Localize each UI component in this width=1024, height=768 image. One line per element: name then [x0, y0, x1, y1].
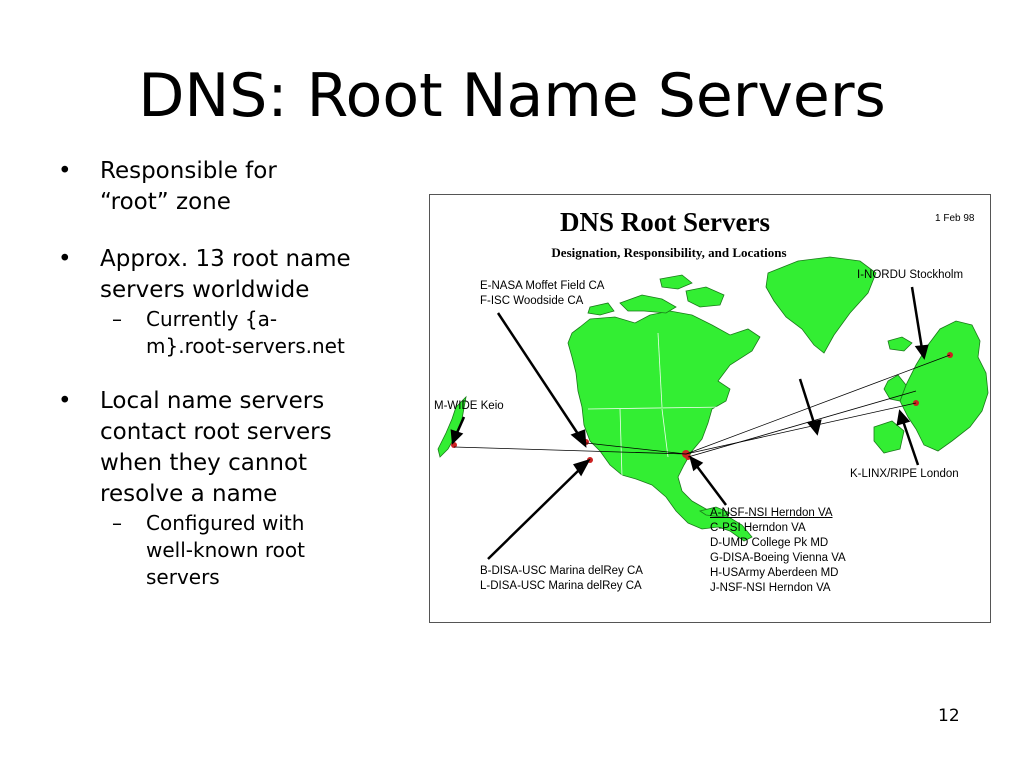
server-label: F-ISC Woodside CA — [480, 295, 584, 307]
sub-bullet-item: – Configured with well-known root server… — [58, 510, 398, 591]
sub-bullet-marker: – — [112, 511, 122, 535]
arctic-islands — [619, 294, 677, 314]
british-isles — [883, 374, 907, 402]
bullet-marker: • — [58, 246, 72, 272]
arctic-islands — [685, 286, 725, 308]
greenland-landmass — [765, 256, 877, 354]
server-label: A-NSF-NSI Herndon VA — [710, 507, 833, 519]
server-label: H-USArmy Aberdeen MD — [710, 567, 839, 579]
iberia-landmass — [873, 420, 905, 454]
sub-bullet-text: Currently {a- — [146, 307, 278, 331]
bullet-text: servers worldwide — [100, 277, 310, 303]
slide-title: DNS: Root Name Servers — [138, 61, 886, 131]
sub-bullet-text: m}.root-servers.net — [146, 334, 345, 358]
figure-subtitle: Designation, Responsibility, and Locatio… — [551, 245, 787, 260]
bullet-text: Responsible for — [100, 158, 277, 184]
sub-bullet-item: – Currently {a- m}.root-servers.net — [58, 306, 398, 360]
server-label: G-DISA-Boeing Vienna VA — [710, 552, 846, 564]
server-label: D-UMD College Pk MD — [710, 537, 829, 549]
server-label: I-NORDU Stockholm — [857, 269, 964, 281]
label-b-l-servers: B-DISA-USC Marina delRey CA L-DISA-USC M… — [480, 564, 643, 594]
server-label: J-NSF-NSI Herndon VA — [710, 582, 831, 594]
label-east-servers: A-NSF-NSI Herndon VA C-PSI Herndon VA D-… — [710, 506, 846, 596]
sub-bullet-text: servers — [146, 565, 220, 589]
sub-bullet-text: well-known root — [146, 538, 305, 562]
root-servers-map-figure: DNS Root Servers Designation, Responsibi… — [429, 194, 991, 623]
cuba-landmass — [699, 506, 731, 518]
arctic-islands — [587, 302, 615, 316]
label-m-server: M-WIDE Keio — [434, 399, 504, 414]
bullet-text: Local name servers — [100, 388, 325, 414]
server-label: E-NASA Moffet Field CA — [480, 280, 605, 292]
bullet-marker: • — [58, 388, 72, 414]
bullet-item: • Approx. 13 root name servers worldwide — [58, 244, 398, 306]
label-k-server: K-LINX/RIPE London — [850, 467, 959, 482]
label-i-server: I-NORDU Stockholm — [857, 268, 963, 283]
bullet-text: “root” zone — [100, 189, 231, 215]
server-label: B-DISA-USC Marina delRey CA — [480, 565, 643, 577]
europe-landmass — [899, 320, 989, 452]
figure-date: 1 Feb 98 — [935, 213, 975, 224]
bullet-list: • Responsible for “root” zone • Approx. … — [58, 156, 398, 591]
arctic-islands — [659, 274, 693, 290]
bullet-text: Approx. 13 root name — [100, 246, 351, 272]
page-number: 12 — [938, 706, 960, 726]
server-label: M-WIDE Keio — [434, 400, 504, 412]
sub-bullet-marker: – — [112, 307, 122, 331]
bullet-text: contact root servers — [100, 419, 332, 445]
sub-bullet-text: Configured with — [146, 511, 305, 535]
bullet-item: • Responsible for “root” zone — [58, 156, 398, 218]
world-map — [437, 256, 989, 560]
iceland-landmass — [887, 336, 913, 352]
bullet-text: when they cannot — [100, 450, 308, 476]
label-e-f-servers: E-NASA Moffet Field CA F-ISC Woodside CA — [480, 279, 604, 309]
bullet-item: • Local name servers contact root server… — [58, 386, 398, 510]
server-label: L-DISA-USC Marina delRey CA — [480, 580, 642, 592]
figure-title: DNS Root Servers — [560, 207, 770, 237]
server-label: K-LINX/RIPE London — [850, 468, 959, 480]
bullet-marker: • — [58, 158, 72, 184]
server-label: C-PSI Herndon VA — [710, 522, 806, 534]
japan-landmass — [437, 395, 467, 458]
bullet-text: resolve a name — [100, 481, 278, 507]
